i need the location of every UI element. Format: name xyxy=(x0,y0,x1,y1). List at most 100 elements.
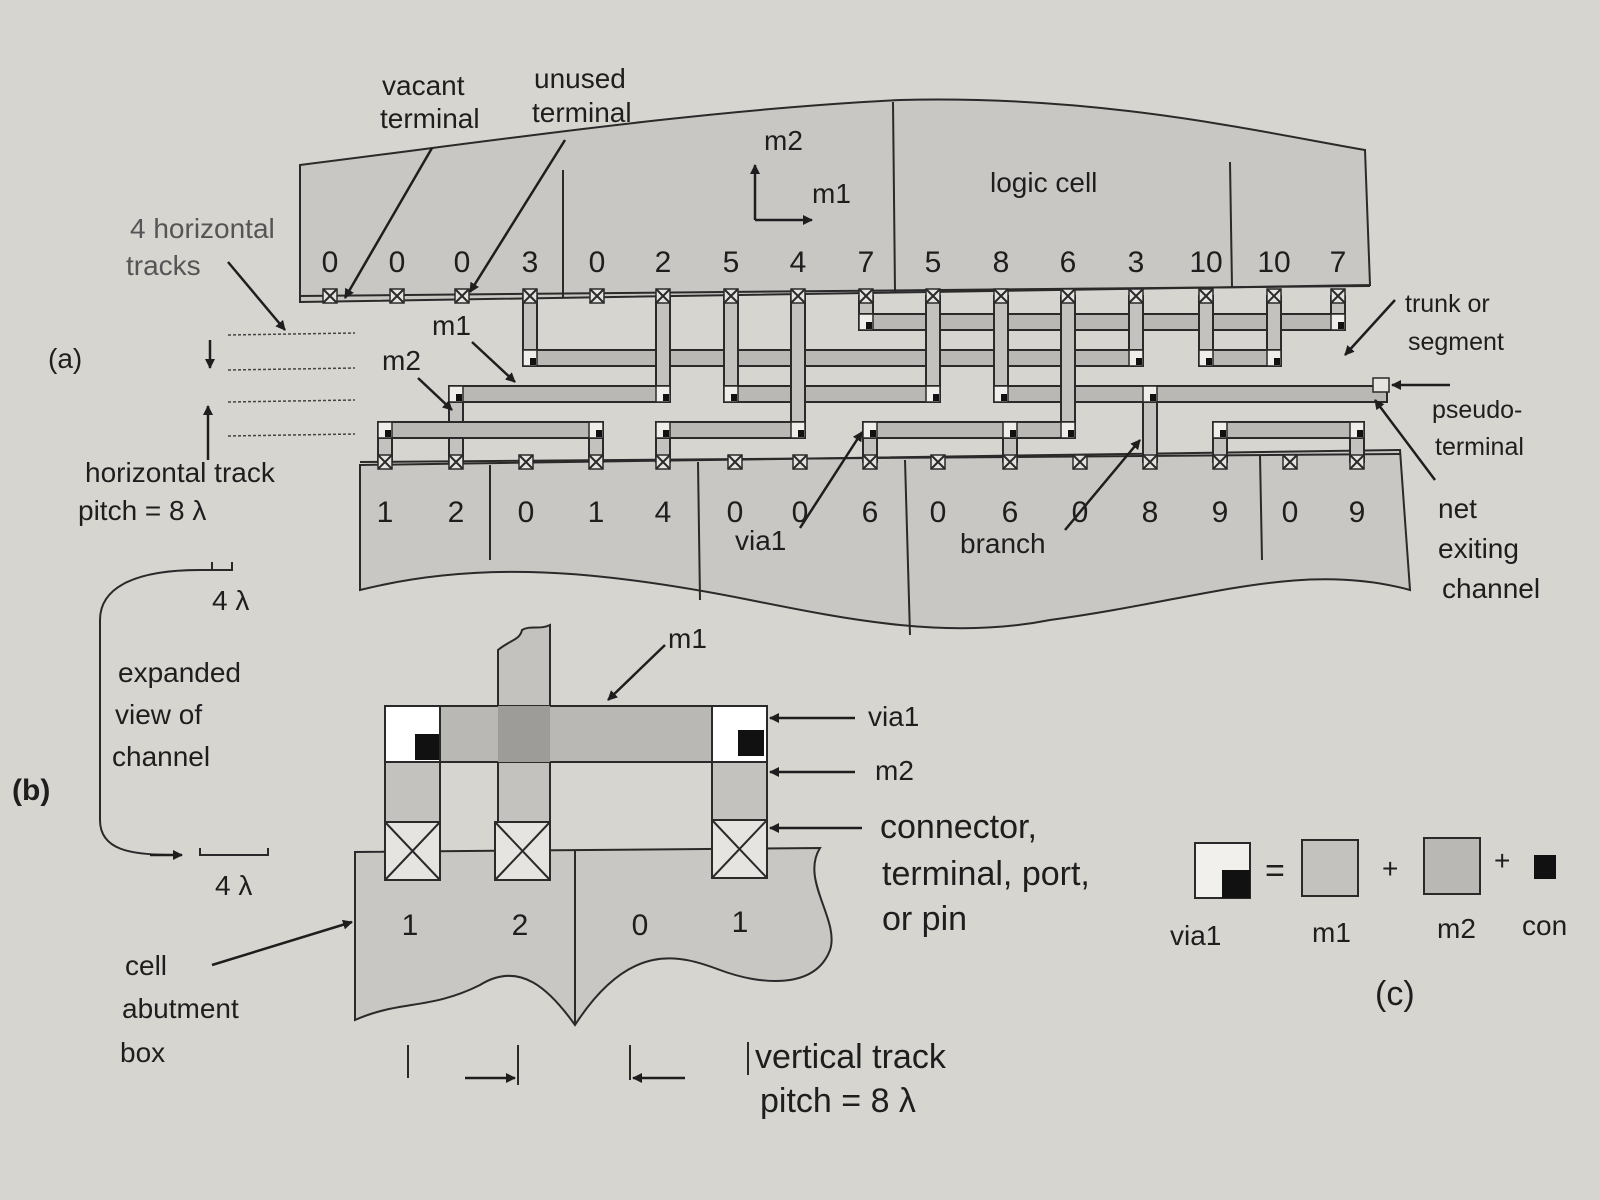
top-connector xyxy=(993,288,1009,304)
legend-contact-label: con xyxy=(1522,910,1567,941)
m2-trunk xyxy=(655,421,806,439)
connector-cross xyxy=(1198,288,1214,304)
logic-cell-label: logic cell xyxy=(990,167,1097,198)
connector-cross xyxy=(448,454,464,470)
via-contact-left xyxy=(415,734,439,760)
via-contact xyxy=(870,430,876,437)
m1-branch xyxy=(723,295,739,395)
top-terminal-number: 0 xyxy=(322,246,339,279)
four-tracks-label-1: 4 horizontal xyxy=(130,213,275,244)
m2-trunk xyxy=(1212,421,1365,439)
via-contact-right xyxy=(738,730,764,756)
expanded-cell-number-1: 1 xyxy=(402,909,419,942)
four-lambda-top: 4 λ xyxy=(212,585,249,616)
expanded-label-1: expanded xyxy=(118,657,241,688)
connector-cross xyxy=(1212,454,1228,470)
expanded-m1-label: m1 xyxy=(668,623,707,654)
connector-cross xyxy=(1330,288,1346,304)
top-terminal-number: 10 xyxy=(1257,246,1290,279)
vertical-pitch-label-1: vertical track xyxy=(755,1038,947,1076)
net-exit-label-2: exiting xyxy=(1438,533,1519,564)
bottom-connector xyxy=(377,454,393,470)
bottom-terminal-number: 1 xyxy=(588,496,605,529)
four-tracks-arrow xyxy=(227,261,286,331)
bottom-terminal-number: 2 xyxy=(448,496,465,529)
bottom-connector xyxy=(588,454,604,470)
connector-cross xyxy=(377,454,393,470)
legend-via1-label: via1 xyxy=(1170,920,1221,951)
top-connector xyxy=(1330,288,1346,304)
m2-trunk xyxy=(862,421,1076,439)
bottom-terminal-number: 8 xyxy=(1142,496,1159,529)
axis-m2-label: m2 xyxy=(764,125,803,156)
bottom-connector xyxy=(1212,454,1228,470)
top-connector xyxy=(1266,288,1282,304)
bottom-terminal-number: 0 xyxy=(792,496,809,529)
via-contact xyxy=(663,394,669,401)
expanded-m2-trunk xyxy=(384,705,768,763)
bottom-terminal-number: 6 xyxy=(862,496,879,529)
via-contact xyxy=(866,322,872,329)
pseudo-terminal-label-2: terminal xyxy=(1435,433,1524,461)
top-terminal-number: 10 xyxy=(1189,246,1222,279)
m2-trunk xyxy=(448,385,671,403)
connector-cross xyxy=(1072,454,1088,470)
net-exit-label-3: channel xyxy=(1442,573,1540,604)
net-exit-label-1: net xyxy=(1438,493,1477,524)
bottom-connector xyxy=(448,454,464,470)
via1-arrow xyxy=(798,431,864,529)
top-connector xyxy=(723,288,739,304)
unused-terminal-label-1: unused xyxy=(534,63,626,94)
bottom-connector xyxy=(1002,454,1018,470)
bottom-terminal-number: 0 xyxy=(930,496,947,529)
connector-cross xyxy=(518,454,534,470)
vertical-pitch-label-2: pitch = 8 λ xyxy=(760,1082,916,1120)
via-contact xyxy=(1010,430,1016,437)
m1-branch xyxy=(1198,295,1214,359)
trunk-label-1: trunk or xyxy=(1405,290,1490,318)
connector-cross xyxy=(322,288,338,304)
connector-cross xyxy=(1349,454,1365,470)
connector-label-3: or pin xyxy=(882,900,967,938)
via-contact xyxy=(1357,430,1363,437)
pseudo-terminal-label-1: pseudo- xyxy=(1432,396,1522,424)
bottom-connector xyxy=(655,454,671,470)
top-connector xyxy=(454,288,470,304)
connector-cross xyxy=(1142,454,1158,470)
four-tracks-label-2: tracks xyxy=(126,250,201,281)
legend-m1-label: m1 xyxy=(1312,917,1351,948)
part-c-label: (c) xyxy=(1375,975,1415,1013)
top-terminal-number: 3 xyxy=(1128,246,1145,279)
via1-label: via1 xyxy=(735,525,786,556)
bottom-terminal-number: 6 xyxy=(1002,496,1019,529)
m1-branch xyxy=(925,295,941,395)
via-contact xyxy=(1001,394,1007,401)
m1-branch xyxy=(1142,393,1158,463)
top-cell-row xyxy=(299,98,1372,304)
part-a-label: (a) xyxy=(48,343,82,374)
top-connector xyxy=(389,288,405,304)
expanded-cell-number-4: 1 xyxy=(732,906,749,939)
legend-plus-2: + xyxy=(1494,845,1510,876)
bottom-connector xyxy=(930,454,946,470)
expanded-label-3: channel xyxy=(112,741,210,772)
connector-cross xyxy=(589,288,605,304)
bottom-cell-dividers xyxy=(489,454,1263,636)
connector-cross xyxy=(723,288,739,304)
four-lambda-top-mark xyxy=(211,562,233,571)
legend-m2-label: m2 xyxy=(1437,913,1476,944)
routing-layer xyxy=(299,285,1401,470)
connector-cross xyxy=(655,454,671,470)
top-terminal-number: 4 xyxy=(790,246,807,279)
track-pitch-label-2: pitch = 8 λ xyxy=(78,495,206,526)
expanded-connectors xyxy=(384,819,768,881)
m1-branch xyxy=(993,295,1009,395)
expanded-via1-label: via1 xyxy=(868,701,919,732)
top-terminal-number: 7 xyxy=(858,246,875,279)
branch-arrow xyxy=(1064,439,1141,531)
connector-cross xyxy=(588,454,604,470)
via-contact xyxy=(1150,394,1156,401)
top-terminal-number: 5 xyxy=(723,246,740,279)
connector-label-1: connector, xyxy=(880,808,1037,846)
